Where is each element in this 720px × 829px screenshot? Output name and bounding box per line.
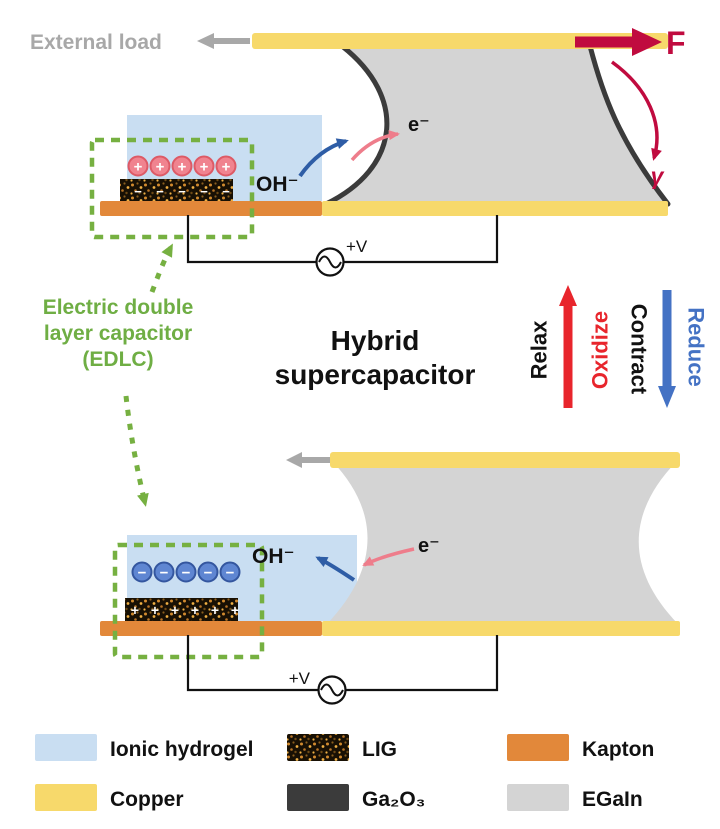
- bottom-diagram: + + + + + + − − − − − e⁻ OH⁻: [100, 452, 680, 705]
- ac-source-icon-bottom: [317, 675, 347, 705]
- electrode-charge-plus: +: [171, 602, 179, 618]
- title-line2: supercapacitor: [275, 359, 476, 390]
- force-label: F: [666, 25, 686, 61]
- legend-swatch-egain: [507, 784, 569, 811]
- circuit-wire-top: [186, 215, 499, 264]
- anion-icon: [131, 561, 153, 583]
- external-load-arrow-bottom: [286, 452, 330, 468]
- edlc-pointer-arrow-up: [149, 243, 174, 293]
- circuit-wire-bottom: [186, 635, 499, 692]
- electrode-charge-minus: −: [156, 184, 164, 199]
- egain-blob-stretched: [326, 46, 668, 204]
- oxidize-label: Oxidize: [588, 311, 613, 389]
- electron-label-bottom: e⁻: [418, 535, 440, 557]
- kapton-bar-top-diagram: [100, 201, 322, 216]
- cation-icon: [171, 155, 193, 177]
- gamma-label: γ: [651, 163, 665, 189]
- egain-blob-contracted: [327, 462, 678, 624]
- legend-label-ga2o3: Ga₂O₃: [362, 788, 425, 811]
- legend-label-ionic-hydrogel: Ionic hydrogel: [110, 738, 254, 761]
- copper-bar-top-bottom-diagram: [330, 452, 680, 468]
- electrode-charge-plus: +: [151, 602, 159, 618]
- electron-label-top: e⁻: [408, 114, 430, 136]
- anion-row: − − − − −: [131, 561, 241, 583]
- legend-swatch-ionic-hydrogel: [35, 734, 97, 761]
- voltage-label-bottom: +V: [289, 669, 311, 688]
- middle-annotations: Electric double layer capacitor (EDLC) H…: [43, 243, 709, 507]
- page-title: Hybrid supercapacitor: [275, 325, 476, 390]
- electron-arrow-top: [350, 130, 400, 162]
- anion-symbol: −: [138, 565, 147, 582]
- lig-electrode-bottom: [125, 598, 238, 621]
- ga2o3-skin-left: [323, 43, 390, 207]
- hydroxide-label-bottom: OH⁻: [252, 545, 295, 568]
- hydroxide-arrow-bottom: [315, 556, 356, 582]
- kapton-bar-bottom-diagram: [100, 621, 322, 636]
- electrode-charge-plus: +: [231, 602, 239, 618]
- force-arrow: [575, 28, 662, 56]
- electrode-charge-minus: −: [134, 184, 142, 199]
- cation-icon: [127, 155, 149, 177]
- cation-symbol: +: [222, 159, 231, 176]
- copper-bar-top: [252, 33, 668, 49]
- anion-icon: [219, 561, 241, 583]
- contract-label: Contract: [627, 304, 652, 395]
- anion-icon: [153, 561, 175, 583]
- top-diagram: − − − − − + + + + + External load: [30, 25, 686, 277]
- gamma-arrow: [610, 60, 662, 161]
- electrode-charge-plus: +: [191, 602, 199, 618]
- edlc-caption-line3: (EDLC): [82, 348, 153, 371]
- external-load-label: External load: [30, 31, 162, 54]
- cation-icon: [193, 155, 215, 177]
- anion-symbol: −: [204, 565, 213, 582]
- edlc-caption: Electric double layer capacitor (EDLC): [43, 296, 194, 371]
- legend-label-copper: Copper: [110, 788, 184, 811]
- electrode-charge-minus: −: [222, 184, 230, 199]
- electrode-charge-plus: +: [211, 602, 219, 618]
- electrode-charge-plus: +: [131, 602, 139, 618]
- edlc-pointer-arrow-down: [123, 395, 149, 507]
- anion-symbol: −: [182, 565, 191, 582]
- legend-swatch-kapton: [507, 734, 569, 761]
- cation-symbol: +: [156, 159, 165, 176]
- legend-swatch-copper: [35, 784, 97, 811]
- edlc-caption-line2: layer capacitor: [44, 322, 192, 345]
- oxidize-arrow-up: [559, 285, 577, 408]
- relax-label: Relax: [527, 320, 552, 379]
- ga2o3-skin-right: [587, 43, 671, 207]
- legend-label-egain: EGaIn: [582, 788, 643, 811]
- lig-electrode-top: [120, 179, 233, 201]
- anion-symbol: −: [226, 565, 235, 582]
- reduce-label: Reduce: [684, 307, 709, 386]
- cation-icon: [149, 155, 171, 177]
- copper-bar-bottom-top-diagram: [322, 201, 668, 216]
- cation-symbol: +: [134, 159, 143, 176]
- hydroxide-label-top: OH⁻: [256, 173, 299, 196]
- cation-symbol: +: [178, 159, 187, 176]
- electrode-charge-minus: −: [200, 184, 208, 199]
- legend-swatch-ga2o3: [287, 784, 349, 811]
- electrode-charge-minus: −: [178, 184, 186, 199]
- anion-symbol: −: [160, 565, 169, 582]
- anion-icon: [197, 561, 219, 583]
- electron-arrow-bottom: [362, 547, 415, 567]
- legend: Ionic hydrogel LIG Kapton Copper Ga₂O₃ E…: [35, 734, 654, 811]
- anion-icon: [175, 561, 197, 583]
- copper-bar-bottom-bottom-diagram: [322, 621, 680, 636]
- legend-label-lig: LIG: [362, 738, 397, 761]
- voltage-label-top: +V: [346, 237, 368, 256]
- edlc-caption-line1: Electric double: [43, 296, 194, 319]
- reduce-arrow-down: [658, 290, 676, 408]
- legend-swatch-lig: [287, 734, 349, 761]
- cation-row: + + + + +: [127, 155, 237, 177]
- cation-symbol: +: [200, 159, 209, 176]
- hydroxide-arrow-top: [298, 138, 349, 178]
- external-load-arrow: [197, 33, 250, 49]
- cation-icon: [215, 155, 237, 177]
- title-line1: Hybrid: [331, 325, 420, 356]
- ac-source-icon-top: [315, 247, 345, 277]
- legend-label-kapton: Kapton: [582, 738, 654, 761]
